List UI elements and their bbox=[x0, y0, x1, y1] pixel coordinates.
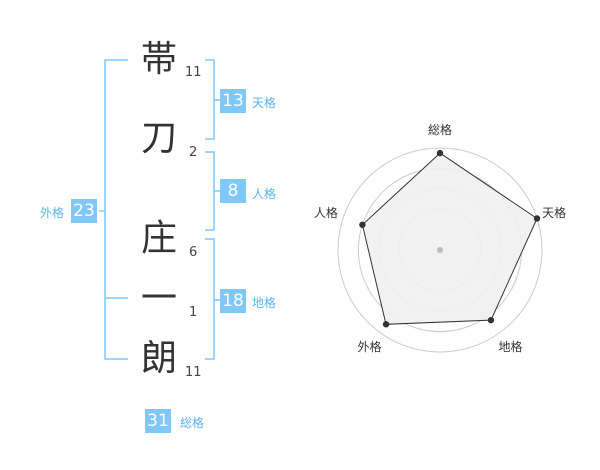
chikaku-value-badge: 18 bbox=[220, 289, 246, 313]
gaikaku-label: 外格 bbox=[40, 206, 65, 220]
radar-axis-label-tenkaku: 天格 bbox=[542, 205, 567, 220]
radar-point-1 bbox=[436, 149, 444, 157]
chikaku-label: 地格 bbox=[252, 296, 277, 310]
soukaku-value-badge: 31 bbox=[145, 409, 171, 433]
stroke-count-3: 6 bbox=[189, 245, 198, 260]
radar-point-3 bbox=[487, 316, 495, 324]
radar-center-dot bbox=[437, 247, 443, 253]
stroke-count-5: 11 bbox=[185, 365, 202, 380]
jinkaku-label: 人格 bbox=[252, 187, 277, 201]
radar-axis-label-gaikaku: 外格 bbox=[357, 340, 382, 355]
tenkaku-value-badge: 13 bbox=[220, 89, 246, 113]
stroke-count-2: 2 bbox=[189, 145, 198, 160]
name-char-2: 刀 bbox=[140, 118, 177, 159]
radar-axis-label-chikaku: 地格 bbox=[498, 340, 523, 355]
radar-points bbox=[359, 149, 541, 328]
radar-point-2 bbox=[533, 215, 541, 222]
name-char-4: 一 bbox=[140, 278, 177, 319]
gaikaku-value-badge: 23 bbox=[71, 199, 97, 223]
name-char-5: 朗 bbox=[140, 338, 177, 379]
stroke-count-4: 1 bbox=[189, 305, 198, 320]
soukaku-label: 総格 bbox=[180, 416, 205, 430]
radar-point-5 bbox=[359, 221, 366, 228]
radar-axis-label-soukaku: 総格 bbox=[427, 123, 452, 137]
radar-ring-1 bbox=[337, 147, 543, 353]
name-char-1: 帯 bbox=[140, 39, 177, 80]
stroke-count-1: 11 bbox=[185, 65, 202, 80]
tenkaku-label: 天格 bbox=[252, 96, 277, 110]
gaikaku-bracket bbox=[104, 59, 128, 360]
jinkaku-value-badge: 8 bbox=[220, 179, 246, 203]
name-char-3: 庄 bbox=[140, 218, 177, 259]
chikaku-bracket bbox=[205, 238, 215, 360]
radar-axis-label-jinkaku: 人格 bbox=[313, 205, 338, 220]
radar-point-4 bbox=[382, 321, 390, 328]
radar-value-polygon bbox=[361, 152, 538, 325]
